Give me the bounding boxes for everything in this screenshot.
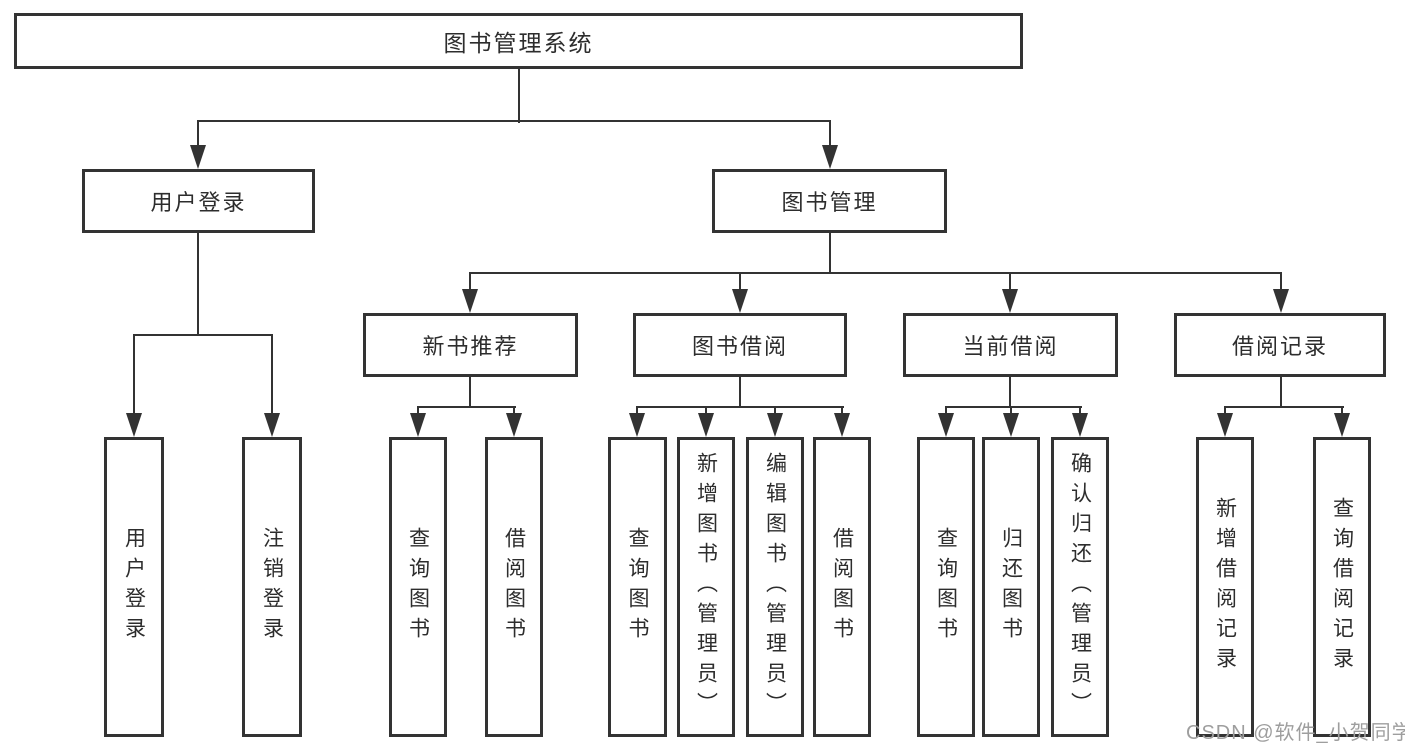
connector-line	[133, 334, 273, 336]
connector-line	[469, 273, 471, 293]
connector-line	[705, 407, 707, 417]
leaf-current-query: 查询图书	[917, 437, 975, 737]
connector-line	[774, 407, 776, 417]
node-borrow-record: 借阅记录	[1174, 313, 1386, 377]
connector-line	[271, 335, 273, 417]
connector-line	[469, 377, 471, 408]
node-new-book: 新书推荐	[363, 313, 578, 377]
node-current-borrow: 当前借阅	[903, 313, 1118, 377]
arrowhead-down-icon	[462, 289, 478, 313]
node-root: 图书管理系统	[14, 13, 1023, 69]
connector-line	[417, 407, 419, 417]
node-book-borrow: 图书借阅	[633, 313, 847, 377]
leaf-logout: 注销登录	[242, 437, 302, 737]
connector-line	[1280, 273, 1282, 293]
arrowhead-down-icon	[1217, 413, 1233, 437]
leaf-newbook-borrow: 借阅图书	[485, 437, 543, 737]
connector-line	[1009, 273, 1011, 293]
connector-line	[945, 406, 1082, 408]
connector-line	[1224, 406, 1344, 408]
node-user-login: 用户登录	[82, 169, 315, 233]
leaf-record-query: 查询借阅记录	[1313, 437, 1371, 737]
leaf-current-confirm: 确认归还（管理员）	[1051, 437, 1109, 737]
arrowhead-down-icon	[1273, 289, 1289, 313]
connector-line	[1079, 407, 1081, 417]
watermark: CSDN @软件_小贺同学	[1186, 722, 1405, 744]
arrowhead-down-icon	[1003, 413, 1019, 437]
connector-line	[197, 120, 831, 122]
connector-line	[841, 407, 843, 417]
connector-line	[1010, 407, 1012, 417]
arrowhead-down-icon	[126, 413, 142, 437]
arrowhead-down-icon	[698, 413, 714, 437]
leaf-user-login: 用户登录	[104, 437, 164, 737]
connector-line	[197, 233, 199, 336]
connector-line	[1280, 377, 1282, 408]
connector-line	[1341, 407, 1343, 417]
arrowhead-down-icon	[1334, 413, 1350, 437]
leaf-borrow-add: 新增图书（管理员）	[677, 437, 735, 737]
leaf-borrow-edit: 编辑图书（管理员）	[746, 437, 804, 737]
connector-line	[945, 407, 947, 417]
connector-line	[636, 406, 844, 408]
arrowhead-down-icon	[1072, 413, 1088, 437]
arrowhead-down-icon	[834, 413, 850, 437]
arrowhead-down-icon	[506, 413, 522, 437]
arrowhead-down-icon	[410, 413, 426, 437]
leaf-borrow-query: 查询图书	[608, 437, 667, 737]
connector-line	[1009, 377, 1011, 408]
arrowhead-down-icon	[264, 413, 280, 437]
connector-line	[133, 335, 135, 417]
connector-line	[417, 406, 516, 408]
arrowhead-down-icon	[732, 289, 748, 313]
arrowhead-down-icon	[822, 145, 838, 169]
connector-line	[513, 407, 515, 417]
connector-line	[829, 121, 831, 149]
connector-line	[197, 121, 199, 149]
arrowhead-down-icon	[938, 413, 954, 437]
connector-line	[739, 273, 741, 293]
leaf-newbook-query: 查询图书	[389, 437, 447, 737]
connector-line	[739, 377, 741, 408]
node-book-mgmt: 图书管理	[712, 169, 947, 233]
leaf-record-add: 新增借阅记录	[1196, 437, 1254, 737]
connector-line	[636, 407, 638, 417]
arrowhead-down-icon	[767, 413, 783, 437]
connector-line	[518, 69, 520, 123]
arrowhead-down-icon	[629, 413, 645, 437]
leaf-current-return: 归还图书	[982, 437, 1040, 737]
connector-line	[829, 233, 831, 274]
connector-line	[469, 272, 1282, 274]
connector-line	[1224, 407, 1226, 417]
arrowhead-down-icon	[1002, 289, 1018, 313]
leaf-borrow-borrow: 借阅图书	[813, 437, 871, 737]
arrowhead-down-icon	[190, 145, 206, 169]
